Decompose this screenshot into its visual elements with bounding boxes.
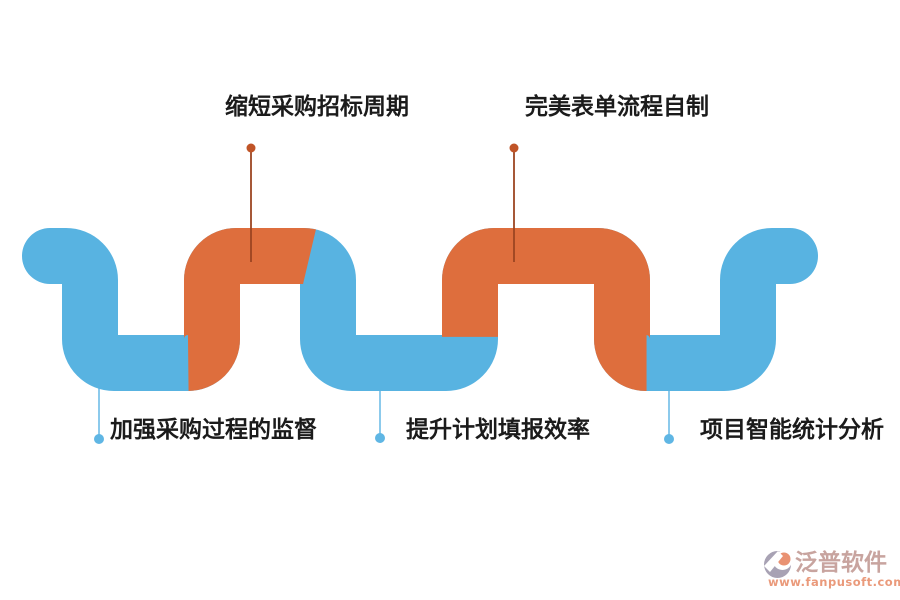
wave-blue-path: [22, 228, 818, 391]
callout-dot-bottom-1: [94, 434, 104, 444]
callout-label-bottom-1: 加强采购过程的监督: [110, 417, 317, 443]
callout-label-top-1: 缩短采购招标周期: [225, 94, 409, 120]
fanpu-logo-icon: [764, 551, 792, 578]
callout-label-top-2: 完美表单流程自制: [525, 94, 709, 120]
callout-dot-bottom-2: [375, 433, 385, 443]
watermark-url-text: www.fanpusoft.com: [768, 575, 900, 589]
callout-dot-bottom-3: [664, 434, 674, 444]
callout-label-bottom-2: 提升计划填报效率: [406, 417, 590, 443]
callout-dot-top-1: [246, 143, 256, 153]
callout-label-bottom-3: 项目智能统计分析: [700, 417, 884, 443]
watermark-brand-text: 泛普软件: [795, 550, 887, 576]
callout-dot-top-2: [509, 143, 519, 153]
